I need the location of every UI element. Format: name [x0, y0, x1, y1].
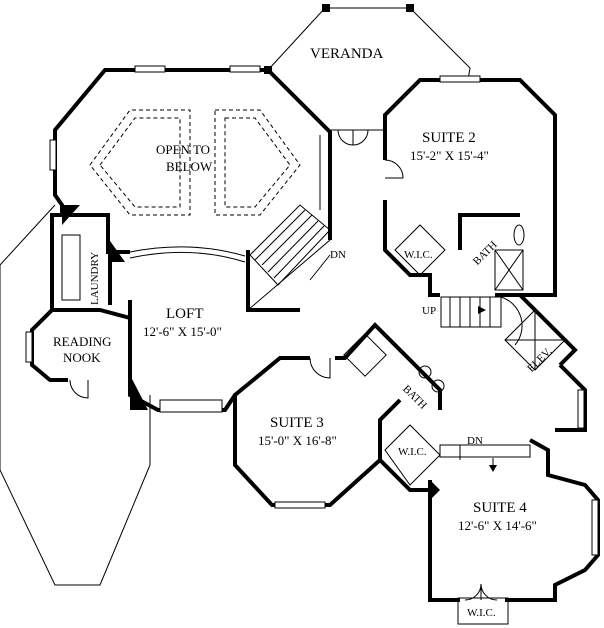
- open-to-below-label-2: BELOW: [166, 159, 213, 174]
- staircase-down-1: [247, 204, 331, 311]
- loft-name: LOFT: [166, 306, 204, 322]
- staircase-up: [440, 296, 523, 346]
- suite4-size: 12'-6" X 14'-6": [458, 518, 537, 533]
- suite2-name: SUITE 2: [422, 130, 476, 146]
- veranda-label: VERANDA: [310, 46, 383, 62]
- reading-nook-label-2: NOOK: [63, 350, 101, 365]
- suite3-bath-label: BATH: [400, 383, 429, 412]
- suite4-window: [591, 499, 599, 556]
- stair-up-label: UP: [422, 305, 436, 317]
- loft-balcony-rail: [129, 251, 246, 263]
- loft-window: [159, 399, 223, 413]
- suite3-name: SUITE 3: [270, 415, 324, 431]
- suite2-wall: [383, 78, 557, 297]
- suite3-wall: [233, 356, 402, 507]
- suite4-wall: [428, 480, 460, 602]
- stair-dn-label-1: DN: [330, 249, 346, 261]
- elevator-label: ELEV.: [525, 345, 554, 374]
- hall-window: [577, 389, 585, 429]
- open-to-below-label-1: OPEN TO: [156, 142, 210, 157]
- open-to-below-wall: [53, 68, 332, 254]
- skylight-left: [89, 109, 191, 216]
- skylight-right: [214, 109, 301, 216]
- laundry-label: LAUNDRY: [89, 252, 101, 305]
- veranda-columns: [264, 4, 414, 74]
- deck-outline: [0, 204, 151, 586]
- suite2-wic: [394, 224, 446, 276]
- windows: [49, 65, 481, 509]
- suite4-name: SUITE 4: [473, 500, 527, 516]
- veranda-outline: [267, 7, 471, 81]
- suite3-wic-label: W.I.C.: [398, 446, 427, 458]
- reading-nook-label-1: READING: [53, 334, 112, 349]
- suite2-wic-label: W.I.C.: [404, 249, 433, 261]
- doors: [69, 129, 498, 601]
- loft-size: 12'-6" X 15'-0": [143, 324, 222, 339]
- staircase-down-2: [439, 444, 531, 472]
- loft-wall: [128, 300, 237, 412]
- suite2-size: 15'-2" X 15'-4": [410, 148, 489, 163]
- nook-window: [25, 331, 33, 363]
- suite4-wic-label: W.I.C.: [467, 607, 496, 619]
- suite3-size: 15'-0" X 16'-8": [258, 433, 337, 448]
- laundry-wall: [30, 213, 68, 382]
- suite4-wic: [457, 597, 509, 625]
- stair-dn-label-2: DN: [467, 435, 483, 447]
- suite3-bath-fixtures: [343, 333, 445, 393]
